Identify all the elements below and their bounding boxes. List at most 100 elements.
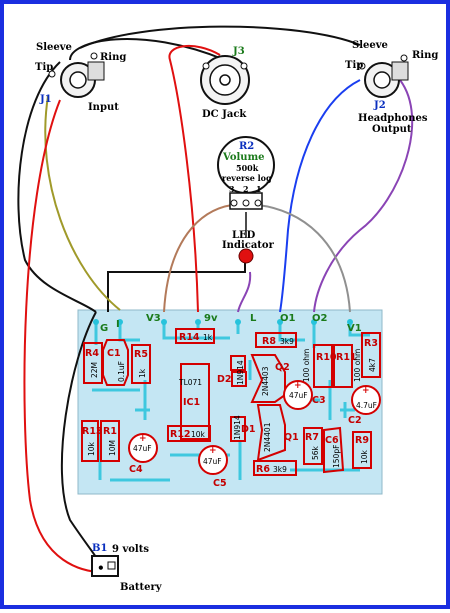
c2-value: 4.7uF bbox=[356, 401, 377, 410]
c5-value: 47uF bbox=[203, 457, 222, 466]
j2-ref-label: J2 bbox=[373, 100, 386, 111]
j2-name-line1: Headphones bbox=[358, 113, 428, 124]
r10-value: 100 ohm bbox=[302, 349, 311, 382]
pin-o2-label: O2 bbox=[312, 313, 328, 324]
j1-tip-label: Tip bbox=[35, 62, 53, 73]
outline-r11 bbox=[333, 344, 353, 388]
pot-pin3-label: 3 bbox=[229, 184, 235, 194]
outline-ic1 bbox=[180, 363, 210, 440]
r11-ref: R11 bbox=[336, 352, 357, 363]
pot-pin1-label: 1 bbox=[256, 184, 262, 194]
c5-ref: C5 bbox=[213, 478, 227, 489]
pcb-pads bbox=[93, 319, 353, 325]
r9-value: 10k bbox=[360, 449, 369, 464]
led-label-line2: Indicator bbox=[222, 240, 275, 251]
svg-text:+: + bbox=[362, 386, 370, 396]
r7-ref: R7 bbox=[305, 432, 319, 443]
wire-battery-positive bbox=[23, 99, 115, 574]
svg-text:+: + bbox=[294, 381, 302, 391]
j1-ring-label: Ring bbox=[100, 52, 126, 63]
battery-ref-label: B1 bbox=[92, 543, 107, 554]
r14-value: 1k bbox=[203, 333, 213, 342]
r10-ref: R10 bbox=[316, 352, 337, 363]
c4-value: 47uF bbox=[133, 444, 152, 453]
wire-battery-negative bbox=[60, 311, 101, 567]
q1-value: 2N4401 bbox=[263, 422, 272, 452]
outline-q2 bbox=[250, 354, 286, 403]
outline-q1 bbox=[256, 404, 286, 462]
j2-tip-label: Tip bbox=[345, 60, 363, 71]
jack-j2 bbox=[358, 54, 409, 98]
j3-ref-label: J3 bbox=[232, 46, 245, 57]
wire-j1-ground bbox=[17, 61, 97, 313]
c2-ref: C2 bbox=[348, 415, 362, 426]
c3-value: 47uF bbox=[289, 391, 308, 400]
outline-r8 bbox=[255, 332, 297, 348]
led-indicator bbox=[238, 248, 254, 264]
pin-9v-label: 9v bbox=[204, 313, 218, 324]
pot-name-label: Volume bbox=[222, 152, 265, 163]
wires bbox=[17, 25, 414, 574]
svg-text:+: + bbox=[139, 434, 147, 444]
wire-led-ground bbox=[107, 258, 246, 312]
r13-ref: R13 bbox=[82, 426, 103, 437]
ic1-ref: IC1 bbox=[183, 397, 200, 408]
r3-ref: R3 bbox=[364, 338, 378, 349]
d1-ref: D1 bbox=[241, 424, 256, 435]
outline-c6 bbox=[323, 426, 345, 474]
r12-ref: R12 bbox=[170, 429, 191, 440]
outline-r1 bbox=[100, 420, 120, 462]
electrolytic-caps: + + + + bbox=[128, 380, 381, 475]
wire-output-o1 bbox=[279, 79, 361, 313]
outline-d2 bbox=[230, 355, 246, 371]
pin-v1-label: V1 bbox=[347, 323, 362, 334]
wire-input-tip bbox=[44, 95, 121, 311]
led-label-line1: LED bbox=[232, 230, 256, 241]
j1-ref-label: J1 bbox=[39, 94, 52, 105]
pot-ref-label: R2 bbox=[239, 141, 254, 152]
r7-value: 56k bbox=[311, 445, 320, 460]
d2-value: 1N914 bbox=[236, 360, 245, 385]
r5-ref: R5 bbox=[134, 349, 148, 360]
pin-o1-label: O1 bbox=[280, 313, 296, 324]
j2-name-line2: Output bbox=[372, 124, 412, 135]
r11-value: 100 ohm bbox=[353, 349, 362, 382]
r6-value: 3k9 bbox=[273, 465, 287, 474]
pin-v3-label: V3 bbox=[146, 313, 161, 324]
wire-led-l bbox=[237, 271, 252, 313]
ic1-part: TL071 bbox=[178, 378, 202, 387]
pot-value-label: 500k bbox=[236, 163, 259, 173]
battery-value-label: 9 volts bbox=[112, 544, 149, 555]
pin-l-label: L bbox=[250, 313, 257, 324]
r6-ref: R6 bbox=[256, 464, 270, 475]
r13-value: 10k bbox=[87, 441, 96, 456]
outline-r12 bbox=[167, 425, 211, 442]
outline-r5 bbox=[131, 344, 151, 384]
j1-sleeve-label: Sleeve bbox=[36, 42, 72, 53]
outline-r9 bbox=[352, 431, 372, 469]
q2-value: 2N4403 bbox=[261, 366, 270, 396]
c4-ref: C4 bbox=[129, 464, 143, 475]
j3-name-label: DC Jack bbox=[202, 109, 247, 120]
r12-value: 10k bbox=[191, 430, 206, 439]
outline-r13 bbox=[81, 420, 99, 462]
jack-j3 bbox=[200, 55, 250, 105]
outline-r14 bbox=[175, 328, 215, 344]
j1-name-label: Input bbox=[88, 102, 119, 113]
pot-pin2-label: 2 bbox=[243, 184, 249, 194]
pot-taper-label: reverse log bbox=[222, 173, 272, 183]
outline-r7 bbox=[303, 427, 323, 465]
battery-b1: • bbox=[91, 555, 119, 577]
volume-pot bbox=[217, 136, 275, 210]
r14-ref: R14 bbox=[179, 332, 200, 343]
d1-value: 1N914 bbox=[233, 415, 242, 440]
wire-dc-jack-9v bbox=[168, 44, 221, 313]
jack-j1 bbox=[48, 52, 105, 98]
c1-value: 0.1uF bbox=[117, 361, 126, 382]
c1-ref: C1 bbox=[107, 348, 121, 359]
r1-value: 10M bbox=[108, 440, 117, 456]
r9-ref: R9 bbox=[355, 435, 369, 446]
r8-ref: R8 bbox=[262, 336, 276, 347]
